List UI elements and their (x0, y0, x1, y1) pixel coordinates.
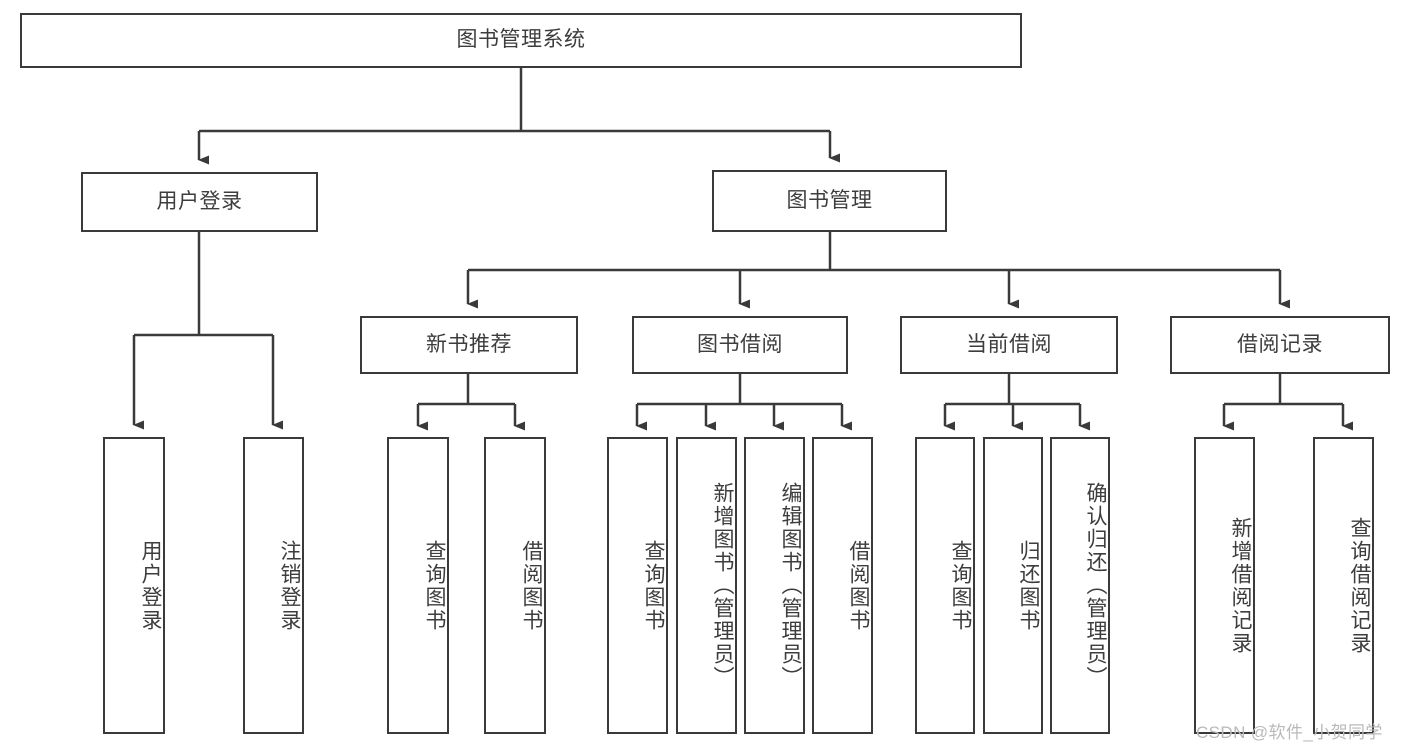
node-leaf-query-book-3-label: 查询图书 (949, 539, 972, 632)
node-leaf-query-record[interactable]: 查询借阅记录 (1313, 437, 1374, 734)
node-book-borrow-label: 图书借阅 (697, 332, 783, 356)
node-borrow-record-label: 借阅记录 (1237, 332, 1323, 356)
node-book-manage[interactable]: 图书管理 (712, 170, 947, 232)
node-leaf-add-record-label: 新增借阅记录 (1229, 516, 1252, 655)
node-leaf-query-book-3[interactable]: 查询图书 (915, 437, 975, 734)
node-leaf-user-login[interactable]: 用户登录 (103, 437, 165, 734)
node-leaf-query-book-1-label: 查询图书 (423, 539, 446, 632)
node-leaf-query-book-2[interactable]: 查询图书 (607, 437, 668, 734)
node-new-book-recommend[interactable]: 新书推荐 (360, 316, 578, 374)
node-book-borrow[interactable]: 图书借阅 (632, 316, 848, 374)
node-current-borrow-label: 当前借阅 (966, 332, 1052, 356)
node-leaf-query-book-1[interactable]: 查询图书 (387, 437, 449, 734)
node-root[interactable]: 图书管理系统 (20, 13, 1022, 68)
node-leaf-borrow-book-1-label: 借阅图书 (520, 539, 543, 632)
node-leaf-logout-label: 注销登录 (278, 539, 301, 632)
node-leaf-user-login-label: 用户登录 (139, 539, 162, 632)
node-borrow-record[interactable]: 借阅记录 (1170, 316, 1390, 374)
node-leaf-borrow-book-1[interactable]: 借阅图书 (484, 437, 546, 734)
node-book-manage-label: 图书管理 (786, 188, 873, 212)
node-leaf-query-book-2-label: 查询图书 (642, 539, 665, 632)
node-leaf-edit-book[interactable]: 编辑图书（管理员） (744, 437, 805, 734)
node-new-book-recommend-label: 新书推荐 (426, 332, 512, 356)
node-leaf-return-book[interactable]: 归还图书 (983, 437, 1043, 734)
node-leaf-add-book[interactable]: 新增图书（管理员） (676, 437, 737, 734)
node-leaf-query-record-label: 查询借阅记录 (1348, 516, 1371, 655)
node-current-borrow[interactable]: 当前借阅 (900, 316, 1118, 374)
node-leaf-borrow-book-2[interactable]: 借阅图书 (812, 437, 873, 734)
node-leaf-add-book-label: 新增图书（管理员） (711, 482, 734, 689)
node-leaf-confirm-return-label: 确认归还（管理员） (1084, 482, 1107, 689)
node-root-label: 图书管理系统 (456, 28, 586, 52)
node-user-login[interactable]: 用户登录 (81, 172, 318, 232)
csdn-watermark: CSDN @软件_小贺同学 (1196, 723, 1383, 742)
node-leaf-edit-book-label: 编辑图书（管理员） (779, 482, 802, 689)
node-leaf-logout[interactable]: 注销登录 (243, 437, 304, 734)
node-leaf-borrow-book-2-label: 借阅图书 (847, 539, 870, 632)
node-leaf-add-record[interactable]: 新增借阅记录 (1194, 437, 1255, 734)
node-leaf-confirm-return[interactable]: 确认归还（管理员） (1050, 437, 1110, 734)
node-user-login-label: 用户登录 (156, 189, 243, 213)
node-leaf-return-book-label: 归还图书 (1017, 539, 1040, 632)
